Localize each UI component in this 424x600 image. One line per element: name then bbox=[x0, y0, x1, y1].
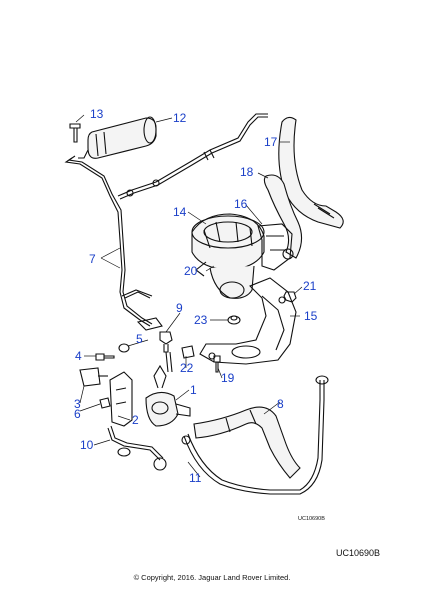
callout-6[interactable]: 6 bbox=[74, 407, 81, 421]
callout-22[interactable]: 22 bbox=[180, 361, 194, 375]
hose-17[interactable] bbox=[278, 116, 344, 229]
callout-8[interactable]: 8 bbox=[277, 397, 284, 411]
callout-3[interactable]: 3 bbox=[74, 397, 81, 411]
fixing-6[interactable] bbox=[99, 397, 111, 409]
hose-8[interactable] bbox=[193, 406, 301, 479]
pipe-7[interactable] bbox=[64, 113, 268, 331]
bracket-2[interactable] bbox=[109, 371, 133, 427]
callout-17[interactable]: 17 bbox=[264, 135, 278, 149]
callout-15[interactable]: 15 bbox=[304, 309, 318, 323]
callout-19[interactable]: 19 bbox=[221, 371, 235, 385]
bolt-13[interactable] bbox=[69, 123, 81, 143]
canister-12[interactable] bbox=[78, 116, 157, 159]
pipe-11[interactable] bbox=[181, 375, 329, 495]
leader-lines bbox=[75, 114, 303, 478]
valve-1[interactable] bbox=[145, 364, 191, 427]
callout-1[interactable]: 1 bbox=[190, 383, 197, 397]
fixing-5[interactable] bbox=[118, 343, 130, 353]
callout-21[interactable]: 21 bbox=[303, 279, 317, 293]
pipe-section bbox=[165, 351, 173, 373]
callout-20[interactable]: 20 bbox=[184, 264, 198, 278]
clip-22[interactable] bbox=[181, 345, 195, 359]
bracket-16[interactable] bbox=[257, 223, 294, 271]
callout-12[interactable]: 12 bbox=[173, 111, 187, 125]
screw-4[interactable] bbox=[95, 353, 115, 361]
copyright: © Copyright, 2016. Jaguar Land Rover Lim… bbox=[134, 573, 291, 582]
callout-labels: 1 2 3 4 5 6 7 8 9 10 11 12 13 14 15 16 1… bbox=[74, 107, 318, 485]
callout-5[interactable]: 5 bbox=[136, 332, 143, 346]
grommet-23[interactable] bbox=[227, 315, 241, 325]
callout-7[interactable]: 7 bbox=[89, 252, 96, 266]
callout-14[interactable]: 14 bbox=[173, 205, 187, 219]
callout-16[interactable]: 16 bbox=[234, 197, 248, 211]
diagram-ref-small: UC10690B bbox=[298, 516, 325, 522]
connector-9[interactable] bbox=[159, 331, 173, 353]
diagram-ref-large: UC10690B bbox=[336, 548, 380, 558]
bolt-19[interactable] bbox=[213, 355, 221, 373]
nut-21[interactable] bbox=[283, 291, 297, 303]
callout-10[interactable]: 10 bbox=[80, 438, 94, 452]
callout-23[interactable]: 23 bbox=[194, 313, 208, 327]
callout-13[interactable]: 13 bbox=[90, 107, 104, 121]
callout-11[interactable]: 11 bbox=[189, 471, 202, 485]
pipe-10[interactable] bbox=[107, 425, 167, 471]
callout-9[interactable]: 9 bbox=[176, 301, 183, 315]
solenoid-3[interactable] bbox=[79, 367, 108, 387]
callout-18[interactable]: 18 bbox=[240, 165, 254, 179]
air-pump-14[interactable] bbox=[191, 213, 265, 299]
callout-2[interactable]: 2 bbox=[132, 413, 139, 427]
callout-4[interactable]: 4 bbox=[75, 349, 82, 363]
